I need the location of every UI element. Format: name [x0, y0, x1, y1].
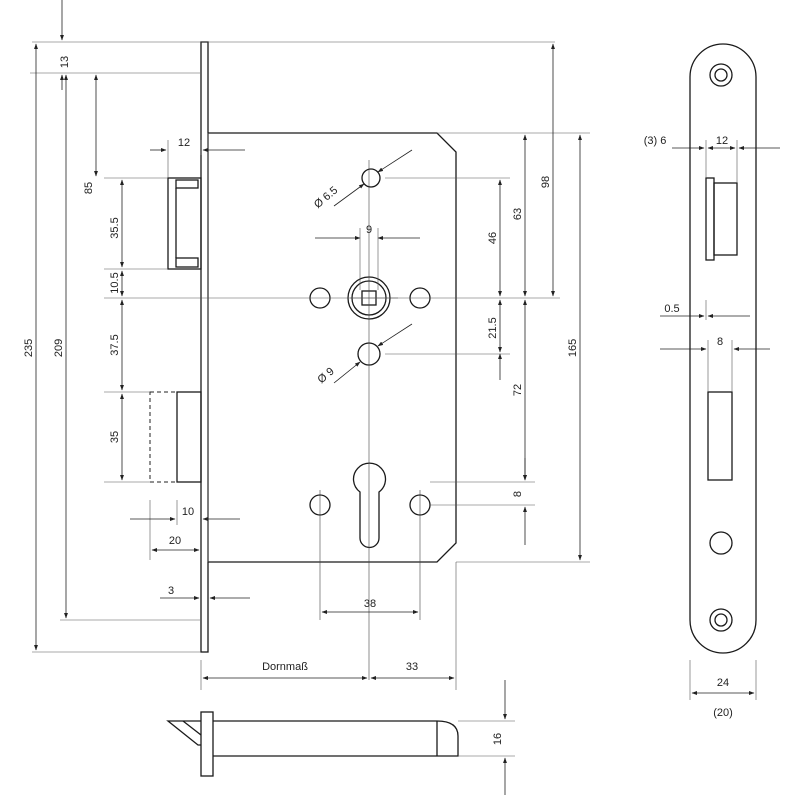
dim-63: 63	[512, 208, 524, 220]
dim-thickness: 16	[492, 733, 504, 745]
dim-72: 72	[512, 384, 524, 396]
dim-21-5: 21.5	[487, 317, 499, 338]
dim-bolt-width: 8	[717, 336, 723, 348]
dim-deadbolt-height: 35	[109, 431, 121, 443]
latch-bolt	[167, 177, 202, 270]
hole-small-top	[361, 168, 381, 188]
dim-plate-offset-top: 13	[59, 56, 71, 68]
lock-case-body	[208, 132, 457, 563]
dim-overall-height: 235	[23, 339, 35, 357]
lock-case-side-view: 13 235 209 85 35.5 10.5 37.5 35 12 10 20…	[23, 0, 590, 690]
dim-bolt-throw: 20	[169, 535, 181, 547]
dim-backset-label: Dornmaß	[262, 661, 308, 673]
dim-98: 98	[540, 176, 552, 188]
dim-screw-distance: 38	[364, 598, 376, 610]
dim-165: 165	[567, 339, 579, 357]
lock-top-view: 16	[166, 680, 515, 795]
latch-opening	[705, 177, 738, 261]
dim-latch-from-top: 85	[83, 182, 95, 194]
dim-deadbolt-gap: 37.5	[109, 334, 121, 355]
dim-hole-small: Ø 6.5	[312, 184, 340, 210]
dim-width: 24	[717, 677, 729, 689]
cylinder-cutout	[352, 462, 387, 549]
cylinder-hole-front	[709, 531, 733, 555]
dim-spindle: 9	[366, 224, 372, 236]
bolt-opening	[707, 391, 733, 481]
dim-latch-projection: 12	[178, 137, 190, 149]
dim-width-alt: (20)	[713, 707, 733, 719]
dim-8: 8	[512, 491, 524, 497]
dim-hole-large: Ø 9	[315, 365, 336, 386]
dead-bolt	[149, 391, 202, 483]
faceplate-front	[689, 43, 757, 654]
faceplate-screw-bottom	[709, 608, 733, 632]
dim-offset: (3) 6	[644, 135, 667, 147]
dim-edge-distance: 33	[406, 661, 418, 673]
dim-latch-offset: 10.5	[109, 272, 121, 293]
dim-plate-thickness: 3	[168, 585, 174, 597]
faceplate-side	[200, 41, 209, 653]
dim-46: 46	[487, 232, 499, 244]
dim-screw-spacing: 209	[53, 339, 65, 357]
dim-latch-width: 12	[716, 135, 728, 147]
dim-bolt-projection: 10	[182, 506, 194, 518]
faceplate-front-view: (3) 6 12 0.5 8 24 (20)	[644, 43, 780, 719]
dim-latch-height: 35.5	[109, 217, 121, 238]
faceplate-screw-top	[709, 63, 733, 87]
dim-gap: 0.5	[664, 303, 679, 315]
